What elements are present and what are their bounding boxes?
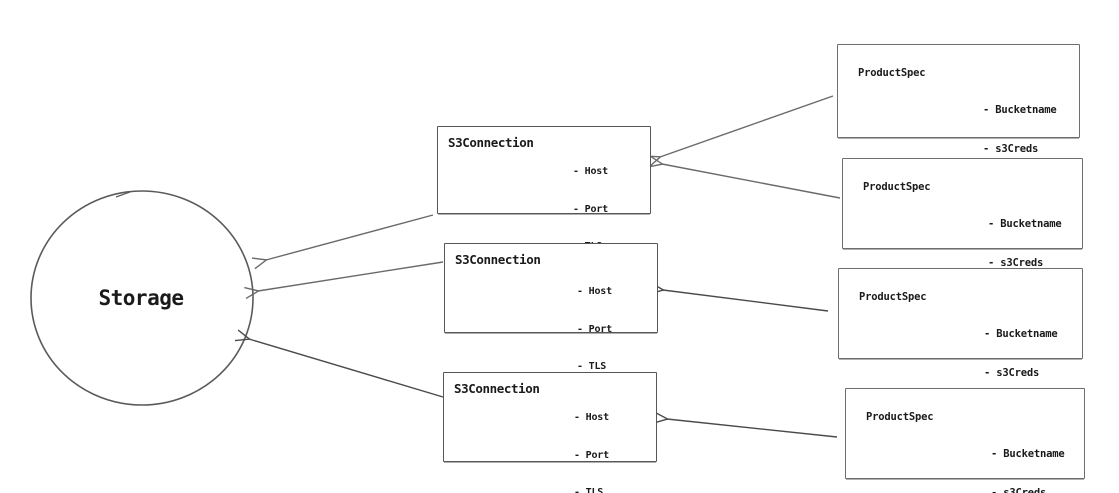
attribute-s3creds: - s3Creds <box>983 143 1039 155</box>
attribute-s3creds: - s3Creds <box>984 367 1040 379</box>
s3connection-node-1: S3Connection - Host - Port - TLS <box>437 126 651 252</box>
edge-s3connection3-to-storage <box>249 339 444 398</box>
storage-circle-sketch-tick <box>115 191 131 198</box>
edge-productspec1-to-s3connection1 <box>660 95 834 157</box>
edge-productspec3-to-s3connection2 <box>663 290 829 312</box>
attribute-bucketname: - Bucketname <box>991 448 1065 460</box>
productspec-title: ProductSpec <box>866 411 934 423</box>
attribute-host: - Host <box>577 286 612 297</box>
edge-productspec2-to-s3connection1 <box>662 164 841 199</box>
s3connection-title: S3Connection <box>455 252 541 267</box>
s3connection-attributes: - Host - Port - TLS <box>577 261 612 399</box>
attribute-host: - Host <box>573 166 608 177</box>
attribute-port: - Port <box>577 323 612 335</box>
attribute-port: - Port <box>574 449 609 461</box>
attribute-s3creds: - s3Creds <box>991 487 1047 493</box>
productspec-title: ProductSpec <box>858 67 926 79</box>
s3connection-attributes: - Host - Port - TLS <box>574 387 609 493</box>
productspec-node-1: ProductSpec - Bucketname - s3Creds <box>837 44 1080 155</box>
attribute-tls: - TLS <box>577 361 607 372</box>
s3connection-node-3: S3Connection - Host - Port - TLS <box>443 372 657 493</box>
edge-s3connection1-to-storage <box>266 214 434 260</box>
attribute-bucketname: - Bucketname <box>988 218 1062 230</box>
productspec-node-3: ProductSpec - Bucketname - s3Creds <box>838 268 1083 379</box>
productspec-node-2: ProductSpec - Bucketname - s3Creds <box>842 158 1083 269</box>
productspec-attributes: - Bucketname - s3Creds <box>984 302 1058 406</box>
attribute-port: - Port <box>573 203 608 215</box>
productspec-attributes: - Bucketname - s3Creds <box>988 192 1062 296</box>
storage-node-label: Storage <box>98 286 184 310</box>
s3connection-title: S3Connection <box>454 381 540 396</box>
productspec-node-4: ProductSpec - Bucketname - s3Creds <box>845 388 1085 493</box>
attribute-s3creds: - s3Creds <box>988 257 1044 269</box>
edge-s3connection2-to-storage <box>258 261 444 291</box>
productspec-title: ProductSpec <box>859 291 927 303</box>
attribute-tls: - TLS <box>574 487 604 493</box>
attribute-bucketname: - Bucketname <box>983 104 1057 116</box>
s3connection-node-2: S3Connection - Host - Port - TLS <box>444 243 658 372</box>
productspec-attributes: - Bucketname - s3Creds <box>991 422 1065 493</box>
productspec-title: ProductSpec <box>863 181 931 193</box>
attribute-bucketname: - Bucketname <box>984 328 1058 340</box>
edge-productspec4-to-s3connection3 <box>667 419 838 438</box>
s3connection-title: S3Connection <box>448 135 534 150</box>
productspec-attributes: - Bucketname - s3Creds <box>983 78 1057 182</box>
attribute-host: - Host <box>574 412 609 423</box>
